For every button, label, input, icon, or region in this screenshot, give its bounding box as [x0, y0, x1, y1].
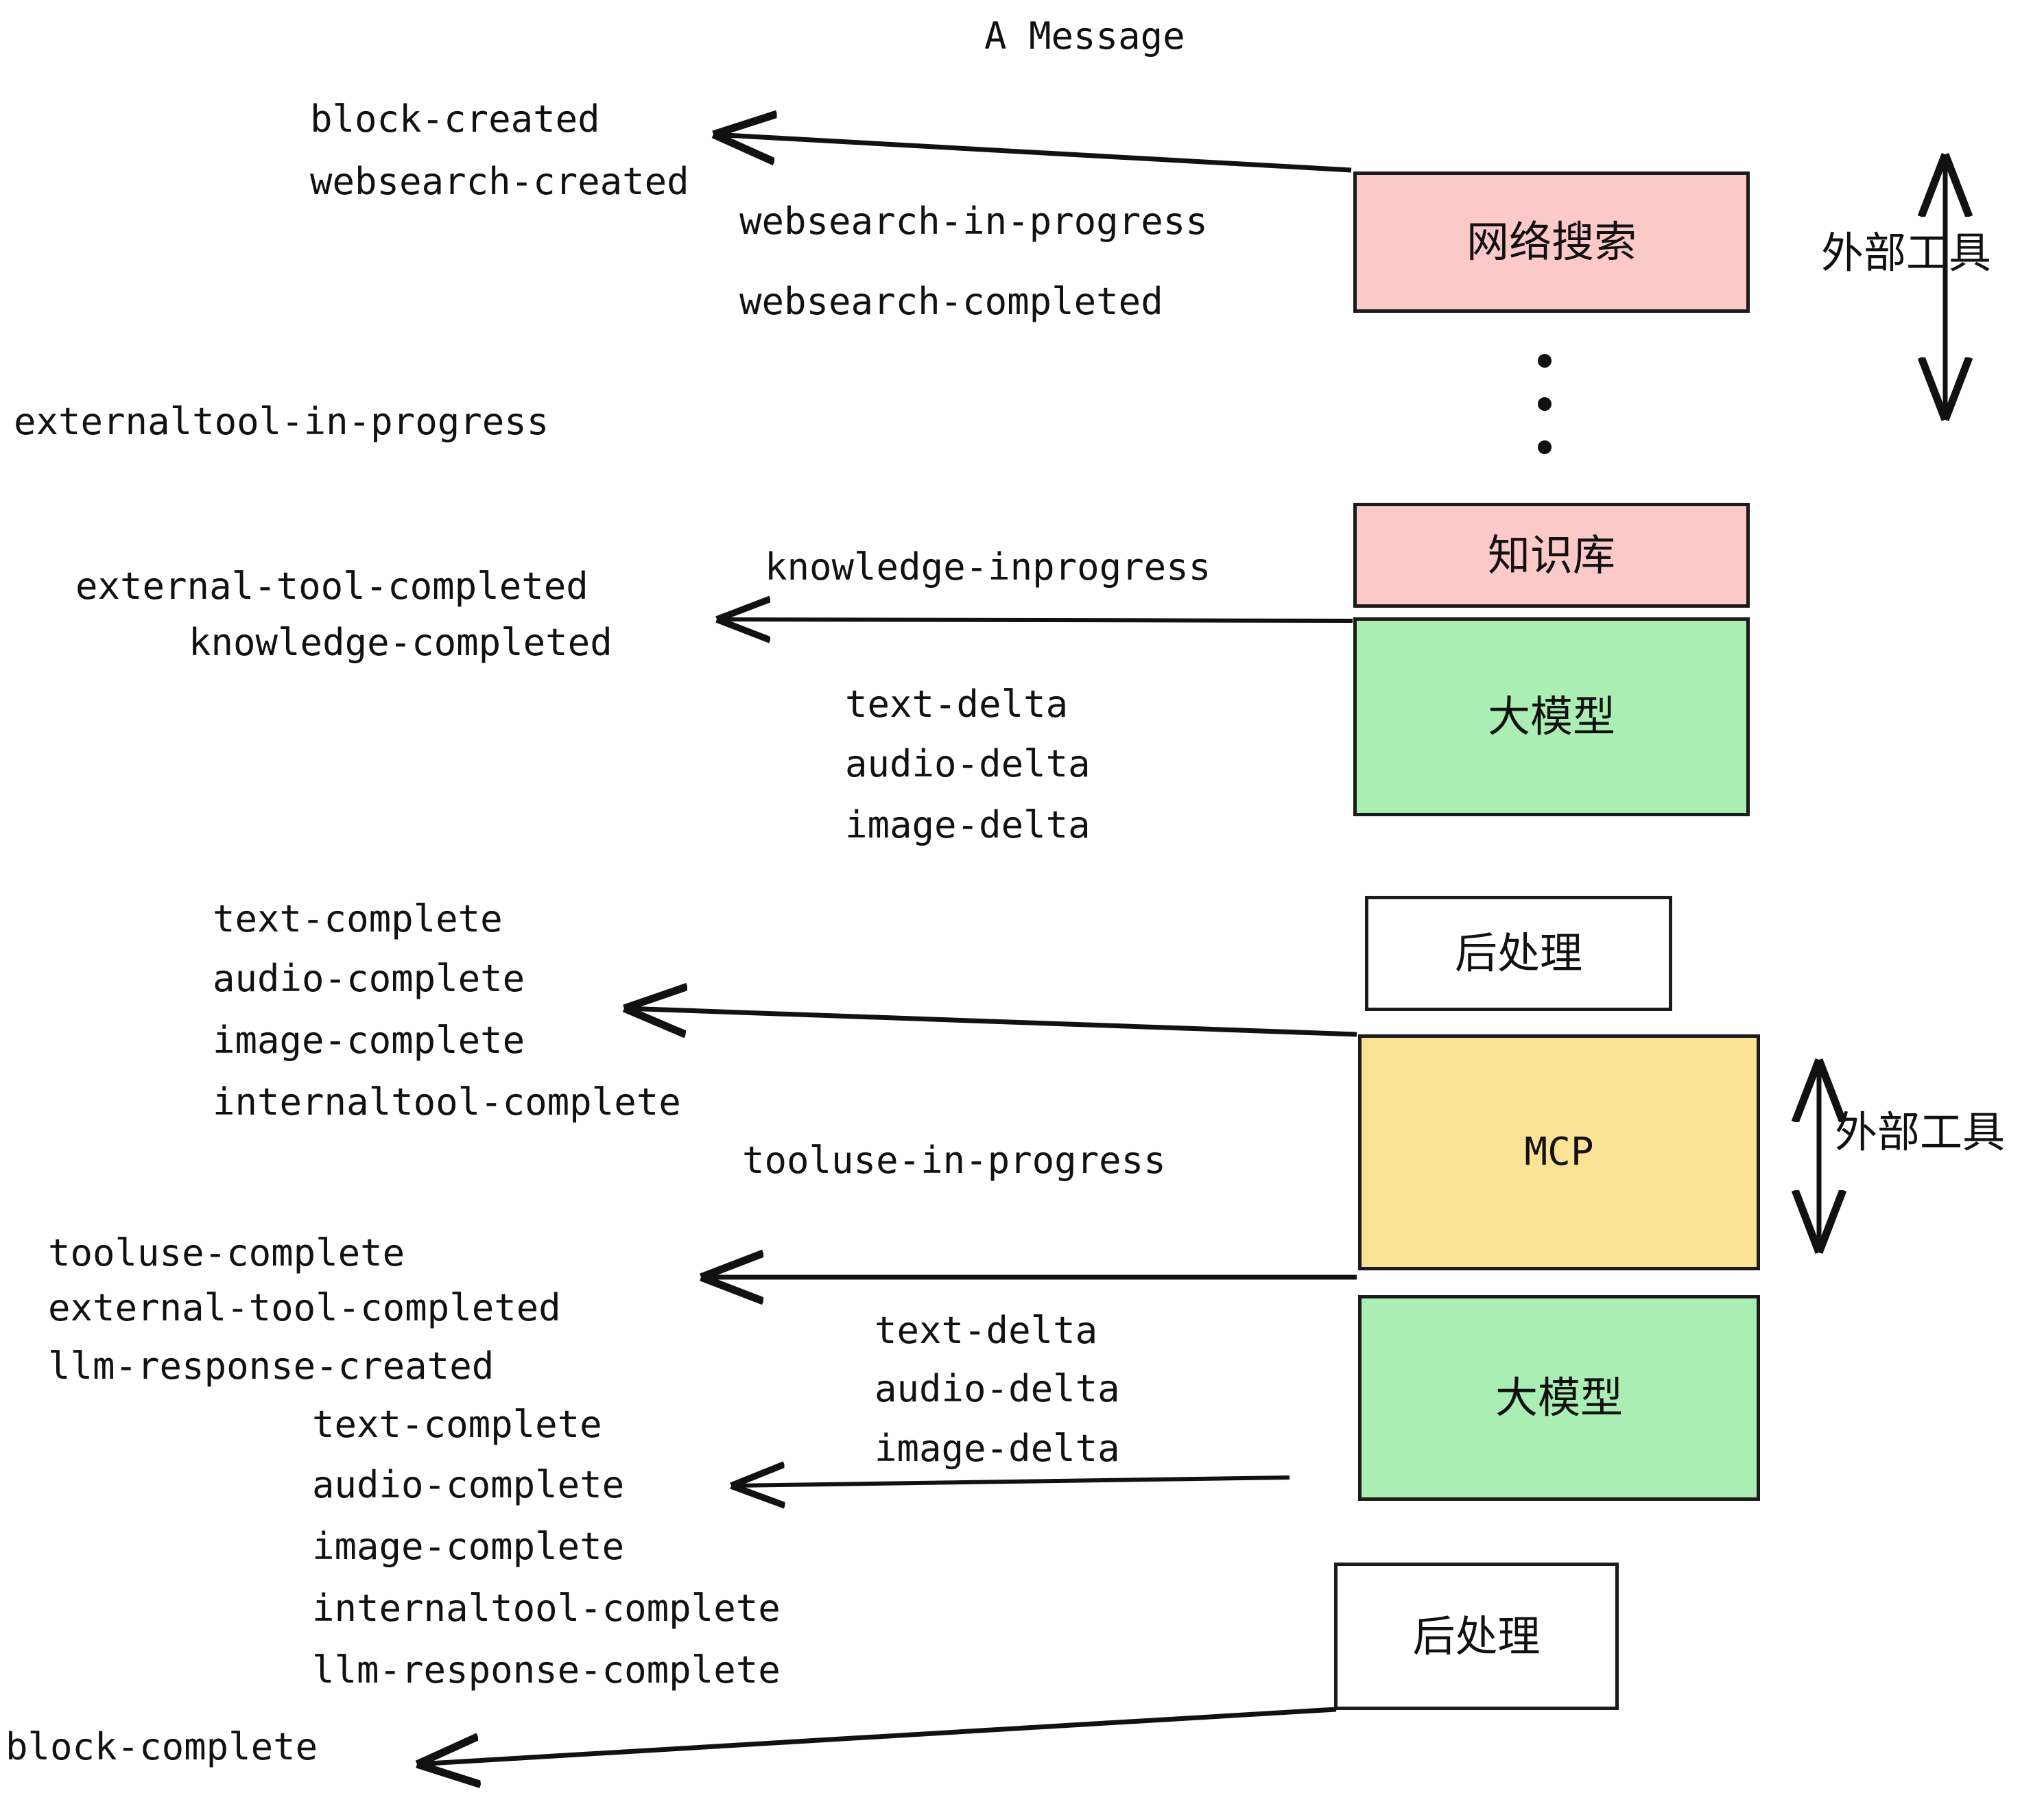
- event-external-tool-completed-2: external-tool-completed: [48, 1286, 561, 1329]
- lane-label-external-tool-2: 外部工具: [1835, 1107, 2006, 1157]
- event-image-complete-1: image-complete: [213, 1019, 525, 1062]
- node-llm-2[interactable]: 大模型: [1358, 1295, 1760, 1501]
- vertical-ellipsis-icon: [1538, 354, 1552, 454]
- event-text-delta-1: text-delta: [845, 683, 1069, 726]
- event-tooluse-complete: tooluse-complete: [48, 1231, 405, 1274]
- event-internaltool-complete-1: internaltool-complete: [213, 1080, 681, 1124]
- event-externaltool-in-progress: externaltool-in-progress: [14, 400, 549, 443]
- event-block-created: block-created: [310, 97, 600, 141]
- diagram-title: A Message: [984, 14, 1185, 58]
- node-label-llm-2: 大模型: [1495, 1373, 1623, 1423]
- node-label-llm-1: 大模型: [1487, 691, 1615, 741]
- arrow-audio-complete: [731, 1477, 1290, 1486]
- event-image-delta-2: image-delta: [875, 1427, 1120, 1470]
- event-text-complete-2: text-complete: [312, 1403, 602, 1446]
- node-postprocess-1[interactable]: 后处理: [1365, 896, 1672, 1011]
- node-postprocess-2[interactable]: 后处理: [1334, 1563, 1619, 1710]
- event-audio-complete-1: audio-complete: [213, 957, 525, 1000]
- event-llm-response-complete: llm-response-complete: [312, 1648, 781, 1692]
- node-mcp[interactable]: MCP: [1358, 1034, 1760, 1270]
- arrow-image-complete: [624, 1008, 1357, 1034]
- arrow-block-complete: [417, 1707, 1337, 1764]
- event-tooluse-in-progress: tooluse-in-progress: [742, 1139, 1166, 1182]
- arrow-block-created: [713, 134, 1352, 173]
- node-label-mcp: MCP: [1524, 1130, 1594, 1174]
- event-audio-delta-2: audio-delta: [875, 1367, 1120, 1410]
- event-knowledge-completed: knowledge-completed: [189, 621, 613, 664]
- event-external-tool-completed-1: external-tool-completed: [75, 565, 589, 608]
- node-label-websearch: 网络搜索: [1466, 217, 1637, 267]
- node-llm-1[interactable]: 大模型: [1353, 617, 1750, 816]
- event-websearch-completed: websearch-completed: [739, 280, 1163, 323]
- lane-label-external-tool-1: 外部工具: [1821, 228, 1992, 278]
- node-knowledgebase[interactable]: 知识库: [1353, 503, 1750, 608]
- event-image-delta-1: image-delta: [845, 803, 1091, 846]
- event-llm-response-created: llm-response-created: [48, 1344, 495, 1388]
- event-internaltool-complete-2: internaltool-complete: [312, 1587, 781, 1630]
- event-knowledge-inprogress: knowledge-inprogress: [765, 545, 1211, 589]
- event-websearch-in-progress: websearch-in-progress: [739, 200, 1208, 243]
- event-websearch-created: websearch-created: [310, 160, 689, 203]
- node-label-postprocess-2: 后处理: [1412, 1611, 1541, 1661]
- node-label-postprocess-1: 后处理: [1454, 928, 1582, 978]
- event-text-complete-1: text-complete: [213, 897, 503, 940]
- event-block-complete: block-complete: [5, 1725, 318, 1768]
- event-audio-delta-1: audio-delta: [845, 742, 1091, 785]
- arrow-knowledge-completed: [717, 619, 1353, 621]
- event-text-delta-2: text-delta: [875, 1309, 1098, 1352]
- node-label-knowledgebase: 知识库: [1487, 530, 1615, 580]
- node-websearch[interactable]: 网络搜索: [1353, 171, 1750, 313]
- event-audio-complete-2: audio-complete: [312, 1463, 625, 1506]
- event-image-complete-2: image-complete: [312, 1525, 625, 1568]
